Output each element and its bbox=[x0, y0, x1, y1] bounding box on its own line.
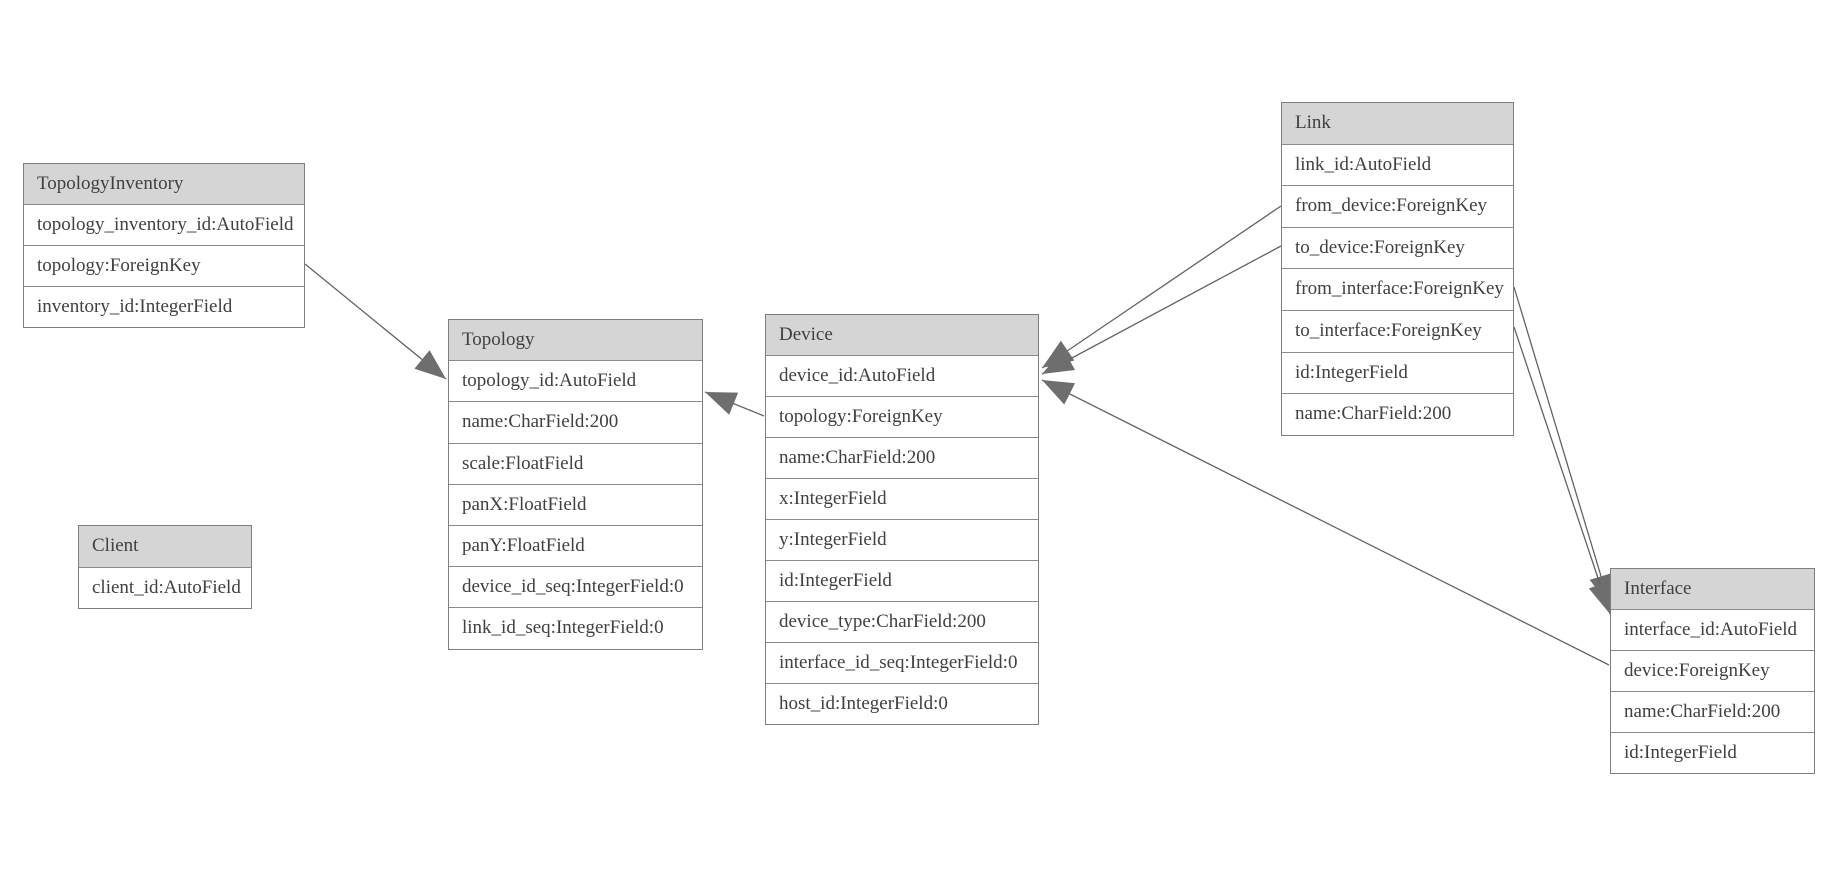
topologyinventory-field-inventory_id: inventory_id:IntegerField bbox=[24, 286, 304, 327]
device-field-y: y:IntegerField bbox=[766, 519, 1038, 560]
entity-client: Client client_id:AutoField bbox=[78, 525, 252, 609]
topologyinventory-field-topology: topology:ForeignKey bbox=[24, 245, 304, 286]
link-field-to_device: to_device:ForeignKey bbox=[1282, 226, 1513, 269]
link-field-link_id: link_id:AutoField bbox=[1282, 143, 1513, 186]
device-field-interface_id_seq: interface_id_seq:IntegerField:0 bbox=[766, 642, 1038, 683]
device-field-x: x:IntegerField bbox=[766, 478, 1038, 519]
entity-device-title: Device bbox=[766, 315, 1038, 355]
entity-topology-inventory-title: TopologyInventory bbox=[24, 164, 304, 204]
link-field-name: name:CharField:200 bbox=[1282, 393, 1513, 435]
topologyinventory-field-topology_inventory_id: topology_inventory_id:AutoField bbox=[24, 204, 304, 245]
topology-field-link_id_seq: link_id_seq:IntegerField:0 bbox=[449, 607, 702, 649]
device-field-id: id:IntegerField bbox=[766, 560, 1038, 601]
entity-interface-title: Interface bbox=[1611, 569, 1814, 609]
device-field-device_id: device_id:AutoField bbox=[766, 355, 1038, 396]
entity-link-title: Link bbox=[1282, 103, 1513, 144]
entity-link: Link link_id:AutoField from_device:Forei… bbox=[1281, 102, 1514, 436]
link-field-id: id:IntegerField bbox=[1282, 351, 1513, 394]
topology-field-device_id_seq: device_id_seq:IntegerField:0 bbox=[449, 566, 702, 608]
relationship-interface-device bbox=[1041, 379, 1610, 666]
entity-interface: Interface interface_id:AutoField device:… bbox=[1610, 568, 1815, 774]
device-field-name: name:CharField:200 bbox=[766, 437, 1038, 478]
interface-field-id: id:IntegerField bbox=[1611, 732, 1814, 773]
relationship-link-fromdevice-device bbox=[1041, 205, 1282, 369]
link-field-to_interface: to_interface:ForeignKey bbox=[1282, 309, 1513, 352]
interface-field-name: name:CharField:200 bbox=[1611, 691, 1814, 732]
topology-field-panY: panY:FloatField bbox=[449, 524, 702, 567]
entity-topology-inventory: TopologyInventory topology_inventory_id:… bbox=[23, 163, 305, 328]
entity-client-title: Client bbox=[79, 526, 251, 567]
relationship-link-tointerface-interface bbox=[1513, 326, 1612, 615]
topology-field-scale: scale:FloatField bbox=[449, 442, 702, 484]
relationship-topologyinventory-topology bbox=[304, 263, 447, 380]
interface-field-device: device:ForeignKey bbox=[1611, 650, 1814, 691]
entity-device: Device device_id:AutoField topology:Fore… bbox=[765, 314, 1039, 725]
device-field-topology: topology:ForeignKey bbox=[766, 396, 1038, 437]
link-field-from_interface: from_interface:ForeignKey bbox=[1282, 268, 1513, 310]
relationship-link-todevice-device bbox=[1041, 245, 1282, 375]
relationship-device-topology bbox=[704, 391, 765, 417]
device-field-device_type: device_type:CharField:200 bbox=[766, 601, 1038, 642]
topology-field-panX: panX:FloatField bbox=[449, 483, 702, 525]
entity-topology: Topology topology_id:AutoField name:Char… bbox=[448, 319, 703, 650]
topology-field-name: name:CharField:200 bbox=[449, 401, 702, 443]
entity-topology-title: Topology bbox=[449, 320, 702, 361]
device-field-host_id: host_id:IntegerField:0 bbox=[766, 683, 1038, 724]
client-field-client_id: client_id:AutoField bbox=[79, 566, 251, 608]
relationship-link-frominterface-interface bbox=[1513, 286, 1613, 607]
topology-field-topology_id: topology_id:AutoField bbox=[449, 360, 702, 402]
link-field-from_device: from_device:ForeignKey bbox=[1282, 185, 1513, 227]
interface-field-interface_id: interface_id:AutoField bbox=[1611, 609, 1814, 650]
